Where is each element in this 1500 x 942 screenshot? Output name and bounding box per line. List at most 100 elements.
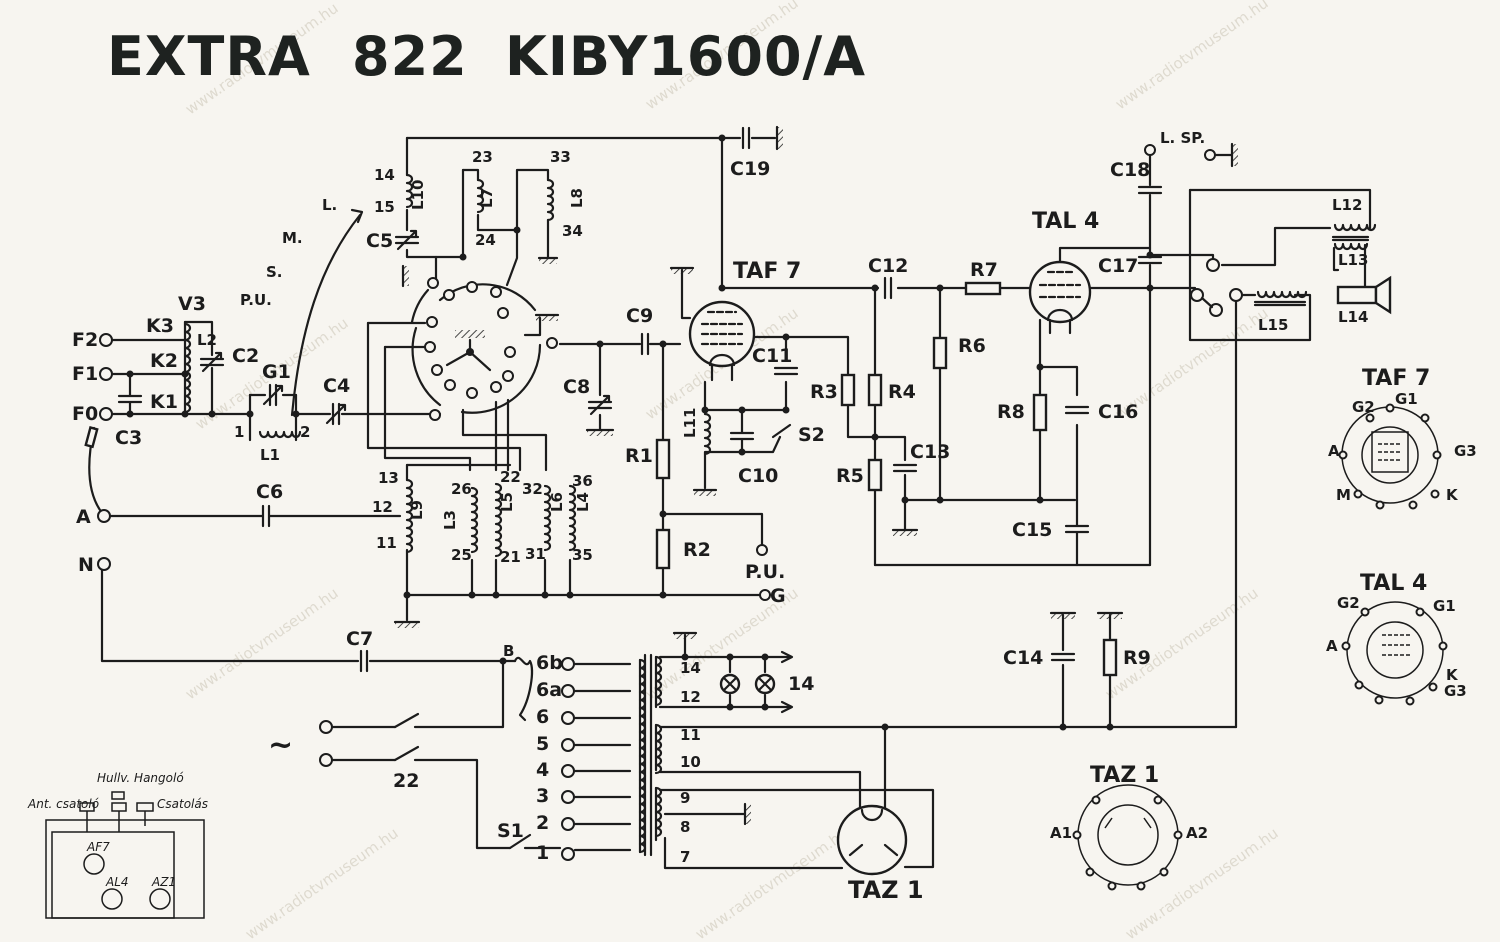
transformer-secondary-label: 12 [680,688,701,706]
label-r6: R6 [958,335,986,357]
pinout-pin [1428,682,1438,692]
junction-dot [871,284,879,292]
transformer-tap-label: 3 [536,785,549,807]
label-f2: F2 [72,329,98,351]
transformer-tap-label: 2 [536,812,549,834]
lamp-output-arrows [780,650,794,714]
junction-dot [701,406,709,414]
band-selector-arc [290,213,362,417]
transformer-tap-label: 1 [536,842,549,864]
transformer-tap-terminal [561,790,575,804]
label-l3: L3 [441,510,459,530]
capacitor-c8 [587,394,613,416]
label-n: N [78,554,94,576]
resistor-r3 [840,373,856,407]
junction-dot [292,410,300,418]
terminal-mains-2 [319,753,333,767]
label-r1: R1 [625,445,653,467]
coil-l4 [568,484,577,552]
tube-tal4 [1028,260,1092,335]
component-labels: C2C3C4C5C6C7C8C9C10C11C12C13C14C15C16C17… [115,158,1368,669]
label-taz1: TAZ 1 [848,876,924,904]
transformer-tap-label: 6b [536,652,563,674]
label-c14: C14 [1003,647,1043,669]
label-l10: L10 [409,180,427,210]
transformer-secondary-label: 9 [680,789,690,807]
pin-label-l9: 11 [376,534,397,552]
pinout-pin [1438,641,1448,651]
label-switch-22: 22 [393,770,419,792]
capacitor-c6 [261,504,271,528]
transformer-secondary-coil [654,723,663,775]
resistor-r9 [1102,638,1118,677]
resistor-r6 [932,336,948,370]
choke-core [1253,300,1307,307]
pinout-taf7-pin-label: G1 [1395,390,1418,408]
transformer-tap-label: 6 [536,706,549,728]
terminal-f1 [99,367,113,381]
pinout-pin [1173,830,1183,840]
ground-icon [585,428,615,436]
capacitor-c12 [883,276,893,300]
transformer-tap-terminal [561,657,575,671]
terminal-mains-1 [319,720,333,734]
pin-label-l10: 15 [374,198,395,216]
capacitor-c18 [1137,185,1163,195]
pinout-pin [1375,500,1385,510]
junction-dot [659,591,667,599]
terminal-f2 [99,333,113,347]
coil-l15 [1256,290,1308,299]
title-model: KIBY1600/A [505,25,866,88]
resistor-r2 [655,528,671,570]
label-g1: G1 [262,361,291,383]
coil-l13 [1333,242,1369,251]
capacitors [117,126,1163,673]
watermark: www.radiotvmuseum.hu [242,824,402,942]
junction-dot [1059,723,1067,731]
label-s2: S2 [798,424,825,446]
pinout-taf7-pin-label: M [1336,486,1351,504]
pinout-pin [1091,795,1101,805]
pilot-lamp [719,673,741,695]
junction-dot [881,723,889,731]
mains-symbol: ~ [268,728,293,763]
label-c7: C7 [346,628,373,650]
junction-dot [566,591,574,599]
capacitor-c17 [1137,255,1163,265]
ground-icon [534,313,560,321]
transformer-secondary-label: 7 [680,848,690,866]
transformer-core [1331,235,1370,242]
label-pu: P.U. [745,561,785,583]
label-l8: L8 [568,188,586,208]
pinout-pin [1085,867,1095,877]
terminal-f0 [99,407,113,421]
inset-socket-label-af7: AF7 [86,840,110,854]
pinout-pin [1365,413,1375,423]
resistor-r1 [655,438,671,480]
label-c8: C8 [563,376,590,398]
pinout-pin [1360,607,1370,617]
transformer-tap-label: 6a [536,679,562,701]
label-c16: C16 [1098,401,1138,423]
chassis-inset [45,791,205,919]
label-c9: C9 [626,305,653,327]
junction-dot [1036,496,1044,504]
labels: F2 F1 F0 A N P.U. G L. SP. ~ L. M. S. P.… [72,129,1205,904]
capacitor-c5 [394,229,420,251]
transformer-tap-terminal [561,711,575,725]
label-k1: K1 [150,391,178,413]
output-switch-contact [1229,288,1243,302]
inset-label-coupling: Csatolás [157,797,208,811]
pinout-pin [1405,696,1415,706]
band-medium: M. [282,229,303,247]
transformer-secondary-coil [654,655,663,707]
junction-dot [659,340,667,348]
pin-label-l10: 14 [374,166,395,184]
label-c4: C4 [323,375,350,397]
label-l2: L2 [197,331,217,349]
label-taf7: TAF 7 [733,259,801,284]
mains-switch-1 [393,712,420,729]
label-l6: L6 [548,492,566,512]
junction-dot [761,653,769,661]
capacitor-c15 [1064,524,1090,534]
